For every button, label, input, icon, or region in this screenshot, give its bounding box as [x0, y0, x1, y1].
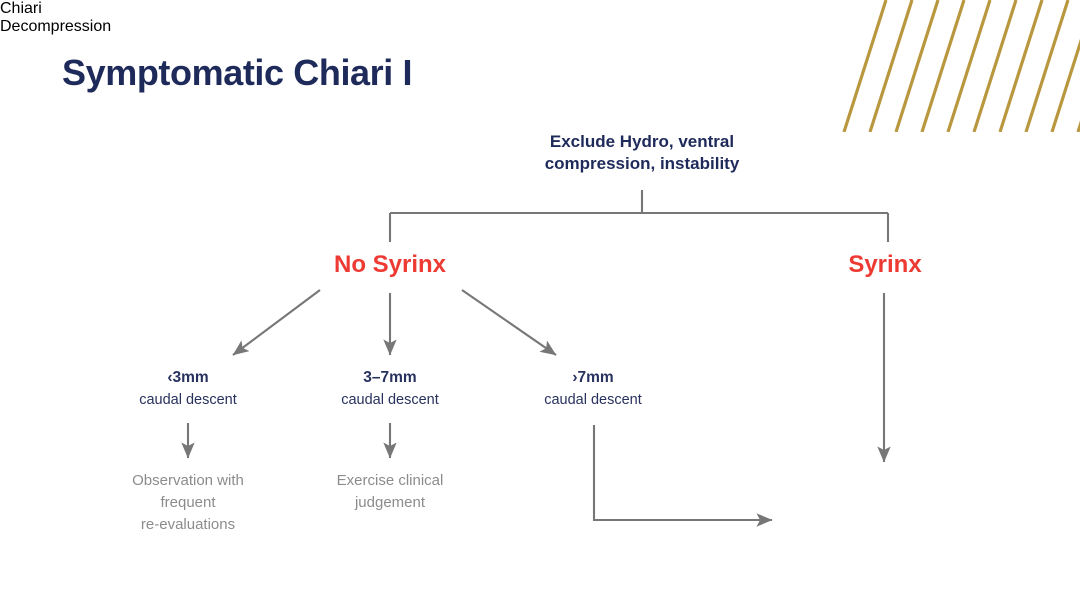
edge-gt7-decompression	[592, 425, 773, 527]
edge-nosyrinx-lt3	[232, 289, 321, 356]
page-title: Symptomatic Chiari I	[62, 52, 413, 93]
outcome-judgement-line2: judgement	[354, 493, 426, 511]
outcome-observation-line2: frequent	[160, 493, 216, 511]
outcome-observation-line3: re-evaluations	[140, 515, 236, 533]
node-criterion-3-7mm: 3–7mm caudal descent	[310, 368, 470, 409]
criterion-lt3mm-head: ‹3mm	[167, 369, 209, 386]
node-outcome-judgement: Exercise clinical judgement	[306, 470, 474, 514]
criterion-lt3mm-sub: caudal descent	[139, 391, 237, 408]
criterion-3-7mm-head: 3–7mm	[363, 369, 417, 386]
node-criterion-lt3mm: ‹3mm caudal descent	[108, 368, 268, 409]
node-criterion-gt7mm: ›7mm caudal descent	[513, 368, 673, 409]
node-outcome-decompression: Chiari Decompression	[0, 0, 1080, 36]
node-outcome-observation: Observation with frequent re-evaluations	[104, 470, 272, 535]
node-root: Exclude Hydro, ventral compression, inst…	[462, 131, 822, 175]
outcome-judgement-line1: Exercise clinical	[336, 472, 444, 489]
node-no-syrinx: No Syrinx	[333, 251, 447, 278]
criterion-gt7mm-head: ›7mm	[572, 369, 614, 386]
edge-nosyrinx-gt7	[461, 289, 557, 356]
node-syrinx: Syrinx	[848, 251, 922, 278]
outcome-decompression-line1: Chiari	[0, 0, 42, 17]
node-root-line2: compression, instability	[544, 153, 740, 173]
outcome-decompression-line2: Decompression	[0, 18, 112, 35]
criterion-3-7mm-sub: caudal descent	[341, 391, 439, 408]
outcome-observation-line1: Observation with	[132, 472, 244, 489]
criterion-gt7mm-sub: caudal descent	[544, 391, 642, 408]
node-root-line1: Exclude Hydro, ventral	[549, 132, 735, 151]
